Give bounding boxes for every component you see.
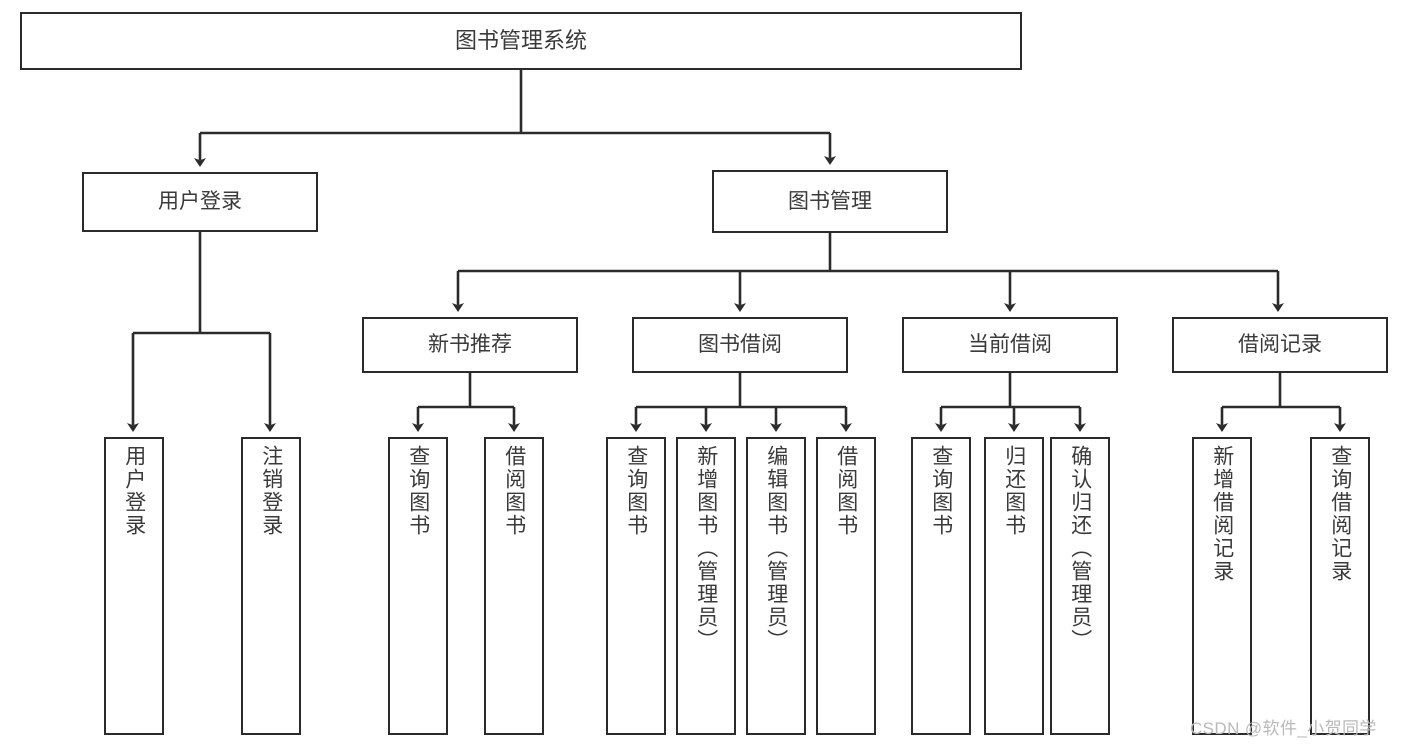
node-book-borrowing[interactable]: 图书借阅 bbox=[632, 317, 848, 373]
node-user-login[interactable]: 用户登录 bbox=[82, 172, 318, 232]
leaf-query-book-borrow[interactable]: 查询图书 bbox=[606, 437, 666, 735]
node-label: 查询图书 bbox=[624, 445, 648, 537]
node-label: 查询图书 bbox=[406, 445, 430, 537]
node-label: 图书管理 bbox=[788, 189, 872, 213]
node-label: 图书管理系统 bbox=[454, 27, 587, 53]
leaf-user-login[interactable]: 用户登录 bbox=[104, 437, 164, 735]
node-label: 查询图书 bbox=[929, 445, 953, 537]
leaf-borrow-book[interactable]: 借阅图书 bbox=[816, 437, 876, 735]
leaf-query-book-newbook[interactable]: 查询图书 bbox=[388, 437, 448, 735]
node-label: 借阅图书 bbox=[834, 445, 858, 537]
node-borrowing-record[interactable]: 借阅记录 bbox=[1172, 317, 1388, 373]
node-label: 新增借阅记录 bbox=[1210, 445, 1234, 583]
leaf-confirm-return-admin[interactable]: 确认归还（管理员） bbox=[1050, 437, 1110, 735]
node-label: 用户登录 bbox=[122, 445, 146, 537]
csdn-watermark: CSDN @软件_小贺同学 bbox=[1190, 719, 1377, 738]
leaf-add-borrow-record[interactable]: 新增借阅记录 bbox=[1192, 437, 1252, 735]
node-label: 注销登录 bbox=[259, 445, 283, 537]
node-label: 查询借阅记录 bbox=[1328, 445, 1352, 583]
node-label: 确认归还（管理员） bbox=[1068, 445, 1092, 652]
node-label: 用户登录 bbox=[158, 190, 242, 214]
node-label: 借阅图书 bbox=[502, 445, 526, 537]
node-label: 新增图书（管理员） bbox=[694, 445, 718, 652]
node-new-book-recommendation[interactable]: 新书推荐 bbox=[362, 317, 578, 373]
leaf-query-borrow-record[interactable]: 查询借阅记录 bbox=[1310, 437, 1370, 735]
node-label: 当前借阅 bbox=[968, 333, 1052, 357]
node-book-management[interactable]: 图书管理 bbox=[712, 170, 948, 233]
leaf-borrow-book-newbook[interactable]: 借阅图书 bbox=[484, 437, 544, 735]
node-label: 新书推荐 bbox=[428, 333, 512, 357]
node-label: 归还图书 bbox=[1002, 445, 1026, 537]
leaf-return-book[interactable]: 归还图书 bbox=[984, 437, 1044, 735]
node-label: 编辑图书（管理员） bbox=[764, 445, 788, 652]
leaf-logout[interactable]: 注销登录 bbox=[241, 437, 301, 735]
node-current-borrowing[interactable]: 当前借阅 bbox=[902, 317, 1118, 373]
leaf-add-book-admin[interactable]: 新增图书（管理员） bbox=[676, 437, 736, 735]
node-root-book-management-system[interactable]: 图书管理系统 bbox=[20, 12, 1022, 70]
leaf-query-book-current[interactable]: 查询图书 bbox=[911, 437, 971, 735]
leaf-edit-book-admin[interactable]: 编辑图书（管理员） bbox=[746, 437, 806, 735]
node-label: 借阅记录 bbox=[1238, 333, 1322, 357]
node-label: 图书借阅 bbox=[698, 333, 782, 357]
